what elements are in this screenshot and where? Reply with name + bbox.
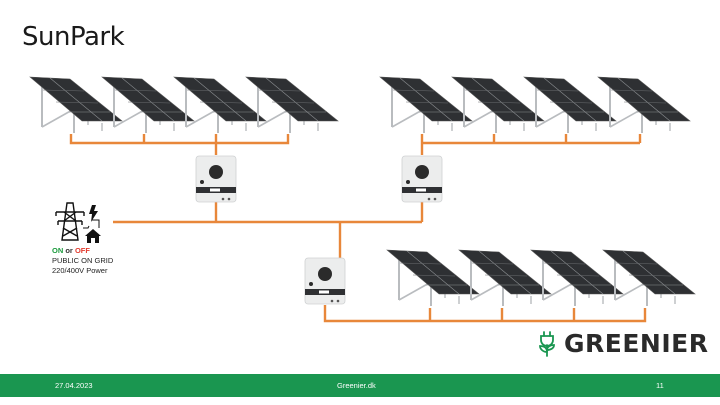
solar-array-top-left: [29, 76, 339, 134]
solar-panel: [530, 249, 624, 307]
solar-panel: [602, 249, 696, 307]
footer-date: 27.04.2023: [55, 381, 93, 390]
inverter-2: [401, 155, 443, 203]
solar-array-bottom: [386, 249, 696, 307]
plug-plant-icon: [539, 330, 555, 357]
solar-panel: [386, 249, 480, 307]
grid-status: ON or OFF: [52, 246, 90, 256]
grid-off-label: OFF: [74, 246, 90, 255]
wire-bottom-bracket: [323, 305, 647, 323]
inverter-1: [195, 155, 237, 203]
logo-text: GREENIER: [564, 329, 709, 358]
solar-panel: [379, 76, 473, 134]
solar-panel: [458, 249, 552, 307]
solar-panel: [101, 76, 195, 134]
grid-line-1: PUBLIC ON GRID: [52, 256, 114, 265]
solar-panel: [597, 76, 691, 134]
wire-top-left-bracket: [69, 134, 290, 145]
footer-page-number: 11: [656, 381, 664, 390]
grid-on-label: ON: [52, 246, 64, 255]
solar-panel: [173, 76, 267, 134]
solar-panel: [451, 76, 545, 134]
grid-line-2: 220/400V Power: [52, 266, 108, 275]
solar-panel: [245, 76, 339, 134]
greenier-logo: GREENIER: [538, 329, 708, 358]
power-grid-icon: [55, 202, 101, 243]
solar-array-top-right: [379, 76, 691, 134]
solar-panel: [523, 76, 617, 134]
grid-or-label: or: [65, 246, 73, 255]
slide-title: SunPark: [22, 22, 125, 52]
inverter-3: [304, 257, 346, 305]
footer-site: Greenier.dk: [337, 381, 376, 390]
footer-bar: 27.04.2023 Greenier.dk 11: [0, 374, 720, 397]
wiring: [69, 134, 647, 323]
solar-panel: [29, 76, 123, 134]
